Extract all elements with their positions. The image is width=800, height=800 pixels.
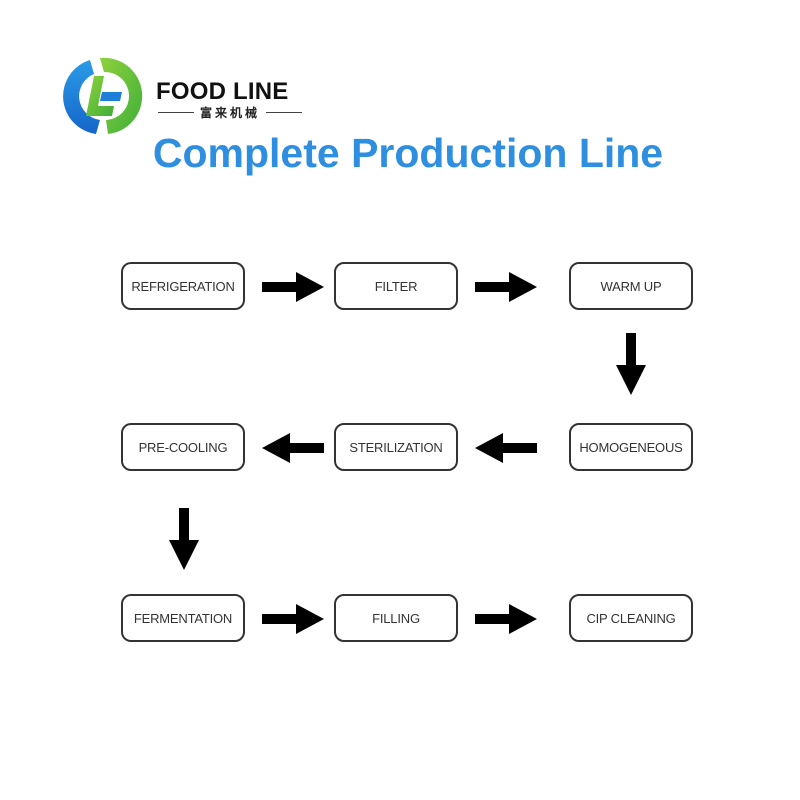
step-label: CIP CLEANING	[586, 610, 676, 626]
step-label: FERMENTATION	[133, 610, 233, 626]
divider-line	[266, 111, 303, 113]
arrow-right-icon	[475, 272, 537, 302]
step-label: WARM UP	[600, 278, 662, 294]
step-warm-up: WARM UP	[569, 262, 693, 310]
step-label: FILLING	[372, 610, 420, 626]
step-refrigeration: REFRIGERATION	[121, 262, 245, 310]
step-label: FILTER	[374, 278, 418, 294]
brand-subtitle: 富来机械	[158, 104, 303, 120]
arrow-right-icon	[262, 272, 324, 302]
step-pre-cooling: PRE-COOLING	[121, 423, 245, 471]
step-filter: FILTER	[334, 262, 458, 310]
step-label: HOMOGENEOUS	[579, 439, 683, 455]
step-cip-cleaning: CIP CLEANING	[569, 594, 693, 642]
step-homogeneous: HOMOGENEOUS	[569, 423, 693, 471]
food-line-logo-icon	[63, 57, 143, 135]
brand-subtitle-text: 富来机械	[200, 105, 261, 120]
step-filling: FILLING	[334, 594, 458, 642]
brand-name: FOOD LINE	[156, 78, 289, 105]
page-title: Complete Production Line	[152, 130, 664, 176]
arrow-down-icon	[616, 333, 646, 395]
step-label: PRE-COOLING	[138, 439, 228, 455]
arrow-down-icon	[169, 508, 199, 570]
arrow-right-icon	[262, 604, 324, 634]
arrow-right-icon	[475, 604, 537, 634]
divider-line	[158, 111, 194, 113]
step-label: STERILIZATION	[349, 439, 443, 455]
arrow-left-icon	[475, 433, 537, 463]
step-fermentation: FERMENTATION	[121, 594, 245, 642]
step-label: REFRIGERATION	[131, 278, 235, 294]
step-sterilization: STERILIZATION	[334, 423, 458, 471]
arrow-left-icon	[262, 433, 324, 463]
